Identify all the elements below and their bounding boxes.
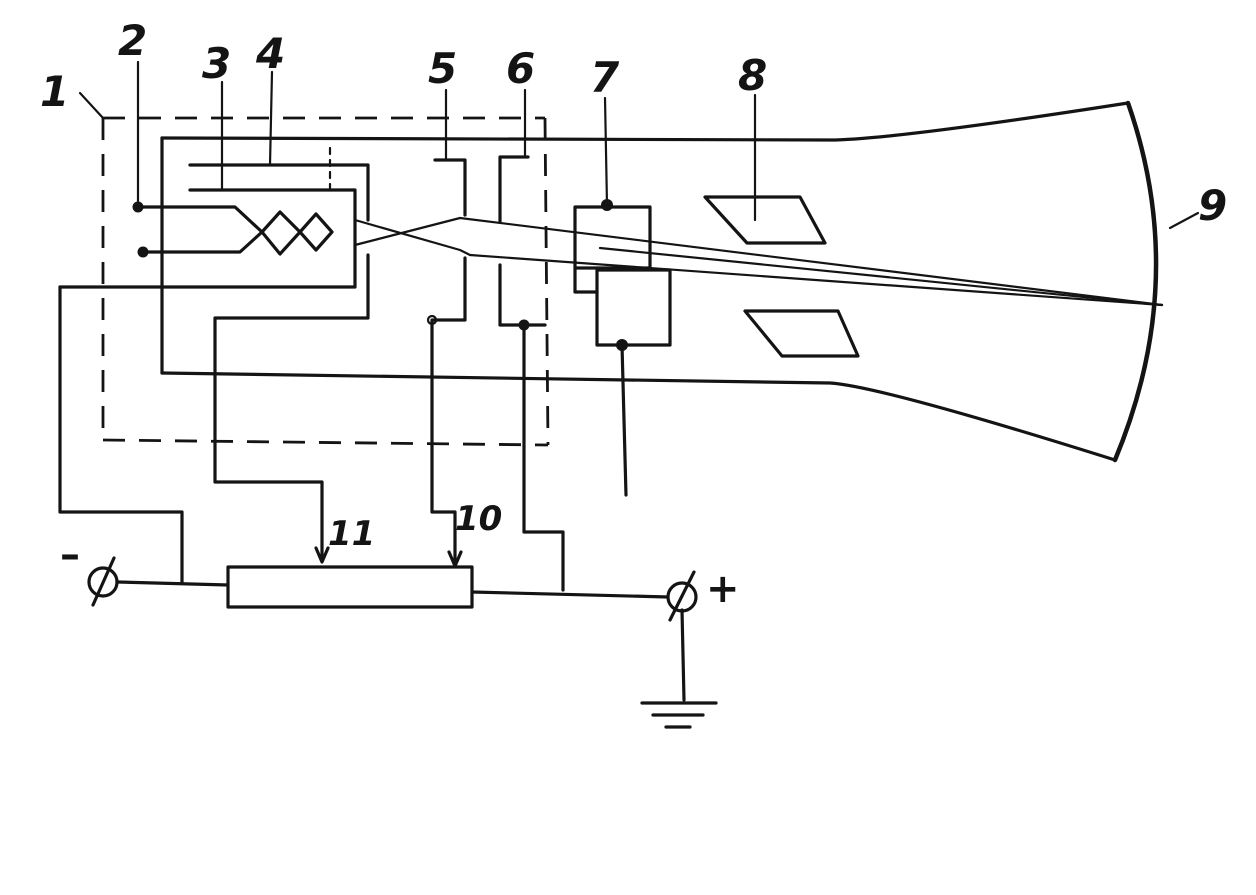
crt-envelope	[160, 101, 1130, 462]
ground-icon	[640, 701, 718, 729]
heater-filament	[132, 201, 334, 258]
label-11-modulator-tap: 11	[328, 514, 375, 554]
label-9-screen: 9	[1198, 181, 1227, 230]
label-10-anode-tap: 10	[455, 499, 502, 539]
leader-lines	[78, 60, 1200, 230]
vertical-deflection-plates	[573, 199, 672, 497]
cathode	[58, 188, 472, 584]
dashed-enclosure	[101, 116, 550, 447]
label-2-heater: 2	[118, 16, 147, 65]
minus-sign: –	[60, 532, 80, 578]
voltage-divider-resistor	[226, 565, 474, 609]
label-3-cathode: 3	[202, 39, 231, 88]
modulator-electrode	[188, 146, 370, 564]
label-8-horizontal-plates: 8	[738, 51, 767, 100]
second-anode	[498, 155, 565, 592]
label-6-second-anode: 6	[506, 44, 535, 93]
electron-beam	[458, 216, 1164, 307]
label-4-modulator: 4	[255, 29, 285, 78]
fluorescent-screen	[1112, 100, 1159, 463]
horizontal-deflection-plates	[703, 195, 860, 358]
plus-sign: +	[706, 566, 740, 612]
positive-terminal: +	[666, 566, 740, 622]
label-1-enclosure: 1	[40, 67, 69, 116]
supply-wiring	[116, 580, 686, 702]
label-7-vertical-plates: 7	[590, 53, 620, 102]
negative-terminal: –	[60, 532, 119, 607]
label-5-first-anode: 5	[428, 44, 457, 93]
